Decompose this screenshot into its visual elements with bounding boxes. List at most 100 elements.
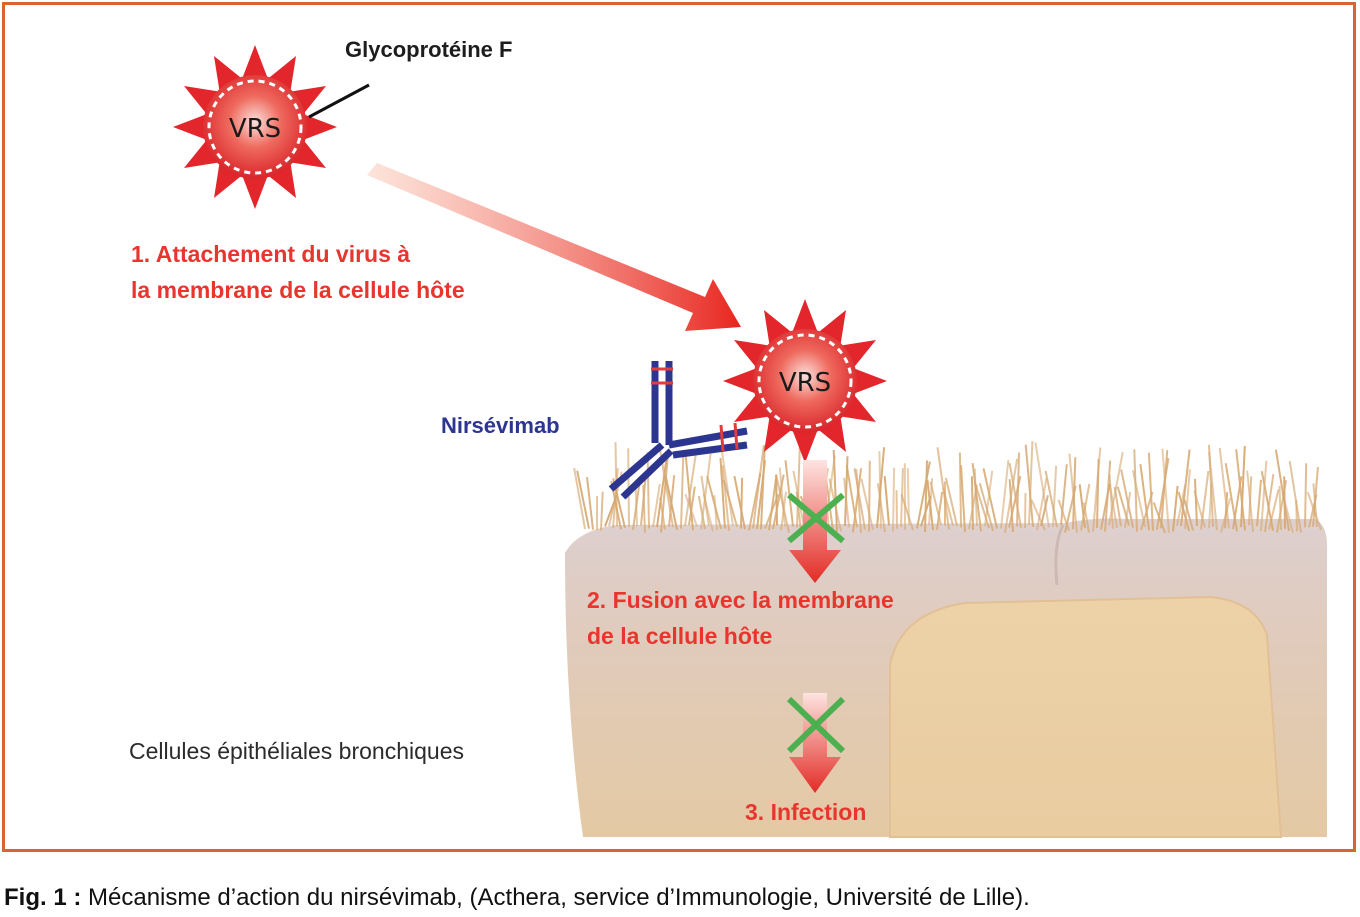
cilium: [1078, 484, 1086, 529]
cilium: [1068, 453, 1078, 533]
cilium: [656, 454, 668, 528]
cilium: [1124, 491, 1132, 528]
cilium: [900, 494, 914, 531]
cilium: [784, 460, 794, 527]
cilium: [1260, 470, 1274, 531]
glycoprotein-pointer: [308, 83, 370, 119]
cilium: [942, 487, 954, 526]
cilium: [1008, 479, 1014, 533]
cilium: [1224, 463, 1238, 532]
cilium: [1156, 458, 1170, 530]
cell-divider: [1054, 524, 1065, 586]
figure-number: Fig. 1 :: [4, 884, 82, 911]
cilium: [772, 474, 785, 530]
cilium: [1060, 464, 1068, 526]
cilium: [697, 495, 706, 530]
step1-label-line2: la membrane de la cellule hôte: [131, 277, 465, 303]
cilium: [658, 444, 674, 528]
antibody-label: Nirsévimab: [441, 413, 560, 438]
cilium: [929, 481, 942, 526]
figure-frame: VRS VRS: [2, 2, 1356, 852]
cilium: [936, 491, 944, 530]
cilium: [740, 477, 744, 529]
cilium: [1120, 469, 1134, 528]
cilium: [1177, 491, 1190, 532]
cilium: [1264, 473, 1275, 532]
cilium: [1008, 462, 1022, 528]
fusion-blocked-arrow: [787, 460, 845, 583]
cilium: [1044, 470, 1058, 528]
antibody-icon: [608, 361, 748, 500]
virus-top-label: VRS: [229, 114, 281, 144]
virus-bottom-label: VRS: [779, 368, 831, 398]
cilium: [1281, 492, 1294, 534]
cilium: [1306, 491, 1322, 531]
cilium: [1194, 478, 1198, 527]
cilium: [586, 477, 594, 530]
cilium: [944, 477, 958, 527]
cilium: [1008, 475, 1022, 528]
cilium: [702, 493, 714, 532]
cilium: [1000, 459, 1010, 529]
step1-label-line1: 1. Attachement du virus à: [131, 241, 411, 267]
virus-top-icon: VRS: [173, 45, 337, 209]
cilium: [1180, 449, 1191, 527]
cilium: [1152, 502, 1166, 534]
cilium: [576, 470, 590, 529]
cilium: [1030, 499, 1046, 531]
cilium: [845, 464, 858, 528]
cilium: [652, 483, 661, 528]
cilium: [970, 476, 974, 530]
cilium: [1276, 480, 1288, 533]
cilium: [924, 460, 928, 532]
cilium: [706, 475, 722, 530]
cilium: [1108, 474, 1114, 529]
step3-label: 3. Infection: [745, 799, 867, 825]
cilium: [1184, 469, 1191, 529]
attachment-arrow: [367, 163, 741, 331]
epithelial-cells-label: Cellules épithéliales bronchiques: [129, 738, 464, 764]
cilium: [634, 483, 638, 527]
cilium: [1034, 442, 1050, 528]
cilium: [916, 461, 931, 529]
cilium: [1161, 448, 1170, 533]
cilium: [853, 468, 866, 530]
cilium: [1016, 452, 1020, 527]
cilium: [684, 452, 694, 531]
cilium: [760, 444, 766, 530]
cilium: [1232, 476, 1243, 530]
cilium: [1193, 490, 1206, 528]
cilium: [1288, 460, 1302, 533]
cilium: [1278, 485, 1282, 531]
cilium: [684, 493, 698, 527]
diagram-canvas: VRS VRS: [173, 45, 1327, 838]
cilium: [1108, 483, 1118, 529]
cilium: [680, 450, 685, 529]
cell-nucleus: [889, 595, 1283, 838]
cilium: [752, 445, 765, 529]
cilium: [1092, 447, 1102, 532]
cilium: [895, 490, 898, 529]
cilium: [664, 475, 678, 530]
cilium: [1036, 478, 1048, 531]
cilium: [960, 465, 966, 533]
cilium: [700, 453, 712, 530]
cilium: [832, 449, 838, 533]
cilium: [982, 468, 998, 529]
cilium: [1246, 470, 1254, 532]
cilium: [684, 452, 698, 527]
cilium: [719, 457, 726, 529]
cilium: [1082, 502, 1090, 533]
cilium: [855, 469, 862, 533]
cilium: [876, 483, 886, 533]
cilium: [722, 479, 738, 527]
cilium: [1200, 470, 1210, 530]
cilium: [1096, 459, 1100, 528]
step2-label-line1: 2. Fusion avec la membrane: [587, 587, 894, 613]
cilium: [775, 474, 790, 533]
cilium: [1147, 452, 1154, 531]
cilium: [1028, 441, 1034, 526]
cilium: [688, 486, 696, 526]
cilium: [1218, 447, 1230, 529]
cilium: [1172, 485, 1179, 532]
